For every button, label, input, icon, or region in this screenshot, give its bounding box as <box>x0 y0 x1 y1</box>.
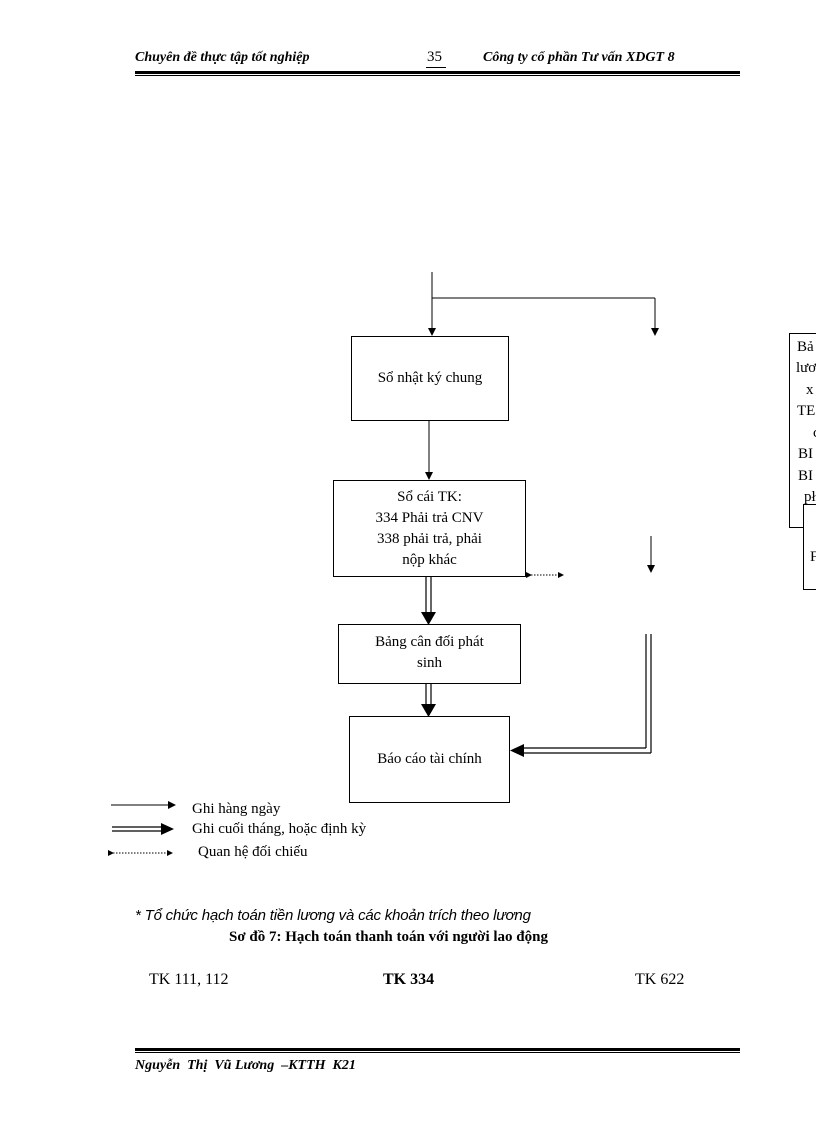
page-number-underline <box>426 67 446 68</box>
account-left: TK 111, 112 <box>149 971 229 988</box>
account-center: TK 334 <box>383 971 435 988</box>
clipped-line-6: BI <box>798 446 813 462</box>
header-right: Công ty cổ phần Tư vấn XDGT 8 <box>483 50 675 65</box>
clipped-box: Bả lươ x TE c BI BI pł <box>789 333 816 528</box>
section-subtitle: * Tổ chức hạch toán tiền lương và các kh… <box>135 907 531 924</box>
journal-box: Sổ nhật ký chung <box>351 336 509 421</box>
clipped-line-1: Bả <box>797 339 814 355</box>
clipped-line-5: c <box>813 423 816 445</box>
clipped-line-8: pł <box>804 489 816 505</box>
ledger-line-3: 338 phải trả, phải <box>377 530 482 547</box>
ledger-line-4: nộp khác <box>402 551 457 568</box>
financial-report-box: Báo cáo tài chính <box>349 716 510 803</box>
clipped-box-2: F <box>803 504 816 590</box>
legend-periodic: Ghi cuối tháng, hoặc định kỳ <box>192 821 367 837</box>
header-left: Chuyên đề thực tập tốt nghiệp <box>135 50 310 65</box>
trial-balance-line-2: sinh <box>416 655 442 671</box>
footer-rule-thin <box>135 1052 740 1053</box>
footer-author: Nguyễn Thị Vũ Lương –KTTH K21 <box>135 1058 356 1073</box>
trial-balance-line-1: Bảng cân đối phát <box>375 634 484 650</box>
clipped-box-2-text: F <box>810 547 816 569</box>
ledger-line-1: Sổ cái TK: <box>397 488 462 505</box>
header-rule-thick <box>135 71 740 74</box>
clipped-line-2: lươ <box>796 360 816 376</box>
ledger-line-2: 334 Phải trả CNV <box>375 509 484 526</box>
ledger-box: Sổ cái TK: 334 Phải trả CNV 338 phải trả… <box>333 480 526 577</box>
header-rule-thin <box>135 75 740 76</box>
trial-balance-box: Bảng cân đối phát sinh <box>338 624 521 684</box>
clipped-line-7: BI <box>798 468 813 484</box>
footer-rule-thick <box>135 1048 740 1051</box>
financial-report-label: Báo cáo tài chính <box>377 751 482 767</box>
legend-daily: Ghi hàng ngày <box>192 801 281 817</box>
clipped-line-4: TE <box>797 403 816 419</box>
journal-box-label: Sổ nhật ký chung <box>377 370 483 386</box>
legend-reconcile: Quan hệ đối chiếu <box>198 844 308 860</box>
account-right: TK 622 <box>635 971 685 988</box>
clipped-line-3: x <box>806 382 814 398</box>
page-number: 35 <box>427 49 442 65</box>
diagram-title: Sơ đồ 7: Hạch toán thanh toán với người … <box>229 929 548 945</box>
